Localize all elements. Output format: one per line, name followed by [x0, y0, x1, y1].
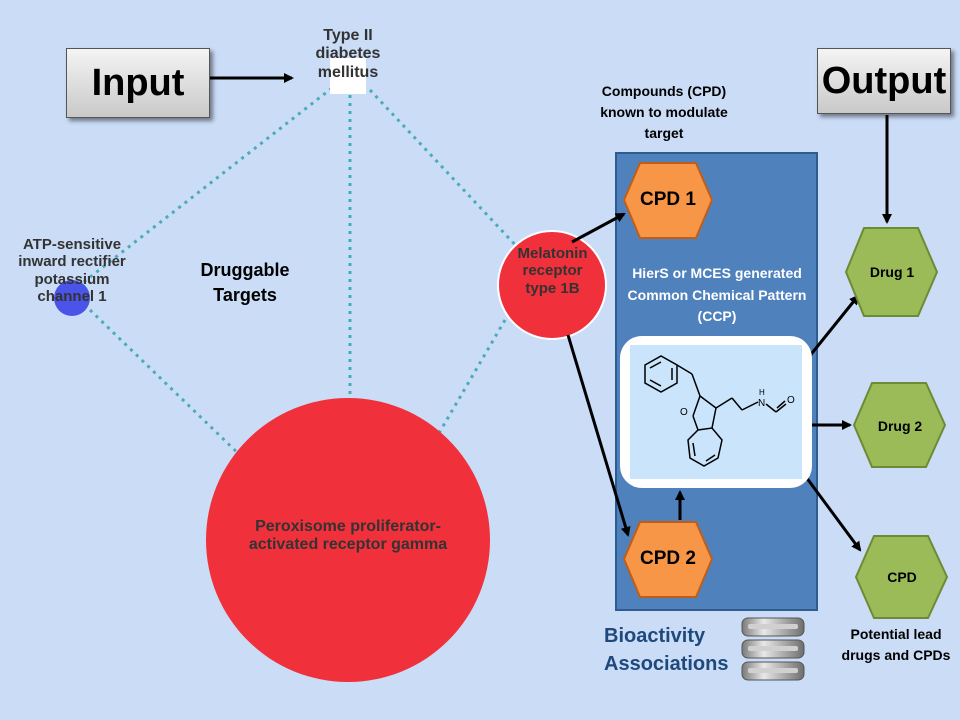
atom-n-label: N — [758, 398, 765, 409]
melatonin-node-label: Melatonin receptor type 1B — [517, 245, 588, 297]
ppar-node-label: Peroxisome proliferator-activated recept… — [248, 518, 448, 554]
ccp-caption: HierS or MCES generated Common Chemical … — [627, 265, 807, 325]
atp-node-label: ATP-sensitive inward rectifier potassium… — [18, 236, 126, 305]
ccp-structure-area — [630, 345, 802, 479]
drug1-label: Drug 1 — [869, 263, 915, 280]
atp-node — [54, 280, 90, 316]
edge-melatonin-ppar — [433, 319, 507, 441]
edge-disease-melatonin — [368, 88, 522, 252]
cpd-output-hexagon — [854, 535, 949, 619]
input-label: Input — [91, 61, 185, 104]
arrow-melatonin-cpd2 — [566, 334, 631, 537]
drug1-hexagon — [844, 227, 939, 317]
compounds-caption: Compounds (CPD) known to modulate target — [600, 83, 728, 141]
molecule-structure — [644, 355, 787, 467]
drug2-hexagon — [852, 382, 947, 468]
arrow-melatonin-cpd1 — [571, 212, 626, 244]
atom-o-label: O — [680, 407, 688, 418]
disease-node-label: Type II diabetes mellitus — [315, 27, 381, 81]
disease-node — [330, 58, 366, 94]
cpd2-hexagon — [622, 521, 714, 598]
output-box: Output — [817, 48, 951, 114]
cpd-output-label: CPD — [887, 569, 917, 585]
bioactivity-caption: Bioactivity Associations — [604, 625, 729, 675]
database-icon — [741, 617, 805, 681]
cpd2-label: CPD 2 — [640, 548, 696, 570]
edge-disease-atp — [79, 86, 333, 287]
cpd1-hexagon — [622, 162, 714, 239]
output-label: Output — [821, 59, 947, 102]
atom-o2-label: O — [787, 395, 795, 406]
druggable-targets-label: Druggable Targets — [200, 260, 290, 306]
edge-atp-ppar — [88, 308, 247, 462]
drug2-label: Drug 2 — [877, 417, 923, 434]
melatonin-node — [497, 230, 607, 340]
ppar-node — [206, 398, 490, 682]
atom-h-label: H — [759, 388, 765, 397]
potential-leads-caption: Potential lead drugs and CPDs — [841, 626, 951, 663]
input-box: Input — [66, 48, 210, 118]
cpd1-label: CPD 1 — [640, 189, 696, 211]
network-edges — [79, 86, 522, 462]
